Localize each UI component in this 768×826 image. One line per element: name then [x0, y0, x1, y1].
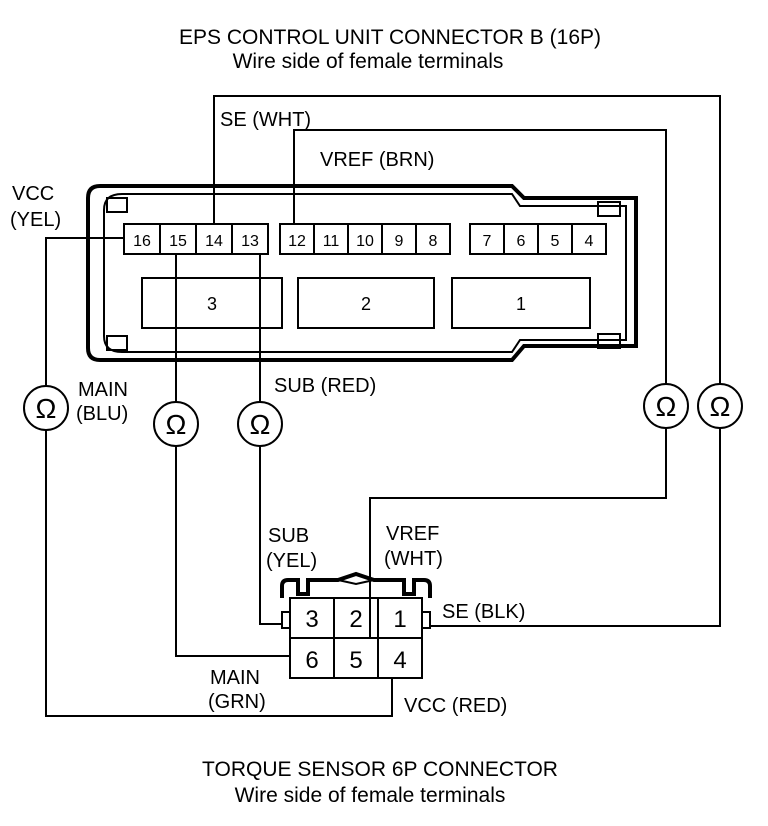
eps-pin-16: 16: [133, 233, 151, 250]
label-vcc: VCC: [12, 183, 54, 205]
label-main-grn-color: (GRN): [208, 691, 266, 713]
label-vcc-red: VCC (RED): [404, 695, 507, 717]
torque-connector-title: TORQUE SENSOR 6P CONNECTOR: [202, 758, 558, 781]
ohmmeter-icon: Ω: [23, 385, 69, 431]
torque-pin-2: 2: [349, 606, 362, 633]
label-vref: VREF: [386, 523, 439, 545]
label-se-blk: SE (BLK): [442, 601, 525, 623]
eps-connector-title: EPS CONTROL UNIT CONNECTOR B (16P): [179, 26, 601, 49]
eps-pin-10: 10: [356, 233, 374, 250]
ohmmeter-icon: Ω: [697, 383, 743, 429]
ohmmeter-icon: Ω: [643, 383, 689, 429]
ohmmeter-icon: Ω: [237, 401, 283, 447]
eps-pin-group-right: 7 6 5 4: [469, 223, 607, 255]
ohmmeter-icon: Ω: [153, 401, 199, 447]
wire-vref: [293, 129, 667, 638]
eps-pin-6: 6: [517, 233, 526, 250]
eps-pin-13: 13: [241, 233, 259, 250]
ohm-symbol: Ω: [166, 409, 187, 440]
eps-pin-12: 12: [288, 233, 306, 250]
torque-pin-5: 5: [349, 647, 362, 674]
label-sub-red: SUB (RED): [274, 375, 376, 397]
torque-pin-4: 4: [393, 647, 406, 674]
eps-pin-14: 14: [205, 233, 223, 250]
torque-pin-3: 3: [305, 606, 318, 633]
torque-pin-1: 1: [393, 606, 406, 633]
label-sub: SUB: [268, 525, 309, 547]
eps-pin-group-middle: 12 11 10 9 8: [279, 223, 451, 255]
eps-block-2-label: 2: [361, 294, 371, 314]
eps-block-1: [451, 277, 591, 329]
ohm-symbol: Ω: [656, 391, 677, 422]
eps-pin-9: 9: [395, 233, 404, 250]
wire-se: [213, 95, 721, 627]
eps-pin-5: 5: [551, 233, 560, 250]
label-se-wht: SE (WHT): [220, 109, 311, 131]
torque-connector-housing: [280, 571, 432, 679]
eps-connector-subtitle: Wire side of female terminals: [233, 50, 504, 73]
wire-main: [175, 254, 290, 657]
torque-connector-subtitle: Wire side of female terminals: [235, 784, 506, 807]
eps-pin-4: 4: [585, 233, 594, 250]
ohm-symbol: Ω: [36, 393, 57, 424]
eps-block-3-label: 3: [207, 294, 217, 314]
label-vref-brn: VREF (BRN): [320, 149, 434, 171]
label-sub-color: (YEL): [266, 550, 317, 572]
label-main-grn: MAIN: [210, 667, 260, 689]
wire-vcc: [45, 237, 393, 717]
ohm-symbol: Ω: [710, 391, 731, 422]
label-vref-color: (WHT): [384, 548, 443, 570]
ohm-symbol: Ω: [250, 409, 271, 440]
label-vcc-color: (YEL): [10, 209, 61, 231]
eps-connector-housing: [86, 184, 638, 362]
eps-pin-group-left: 16 15 14 13: [123, 223, 269, 255]
wire-sub: [259, 254, 282, 625]
eps-pin-7: 7: [483, 233, 492, 250]
eps-pin-11: 11: [323, 233, 340, 250]
eps-pin-15: 15: [169, 233, 187, 250]
eps-pin-8: 8: [429, 233, 438, 250]
eps-block-3: [141, 277, 283, 329]
torque-pin-6: 6: [305, 647, 318, 674]
label-main: MAIN: [78, 379, 128, 401]
eps-block-2: [297, 277, 435, 329]
eps-block-1-label: 1: [516, 294, 526, 314]
label-main-color: (BLU): [76, 403, 128, 425]
